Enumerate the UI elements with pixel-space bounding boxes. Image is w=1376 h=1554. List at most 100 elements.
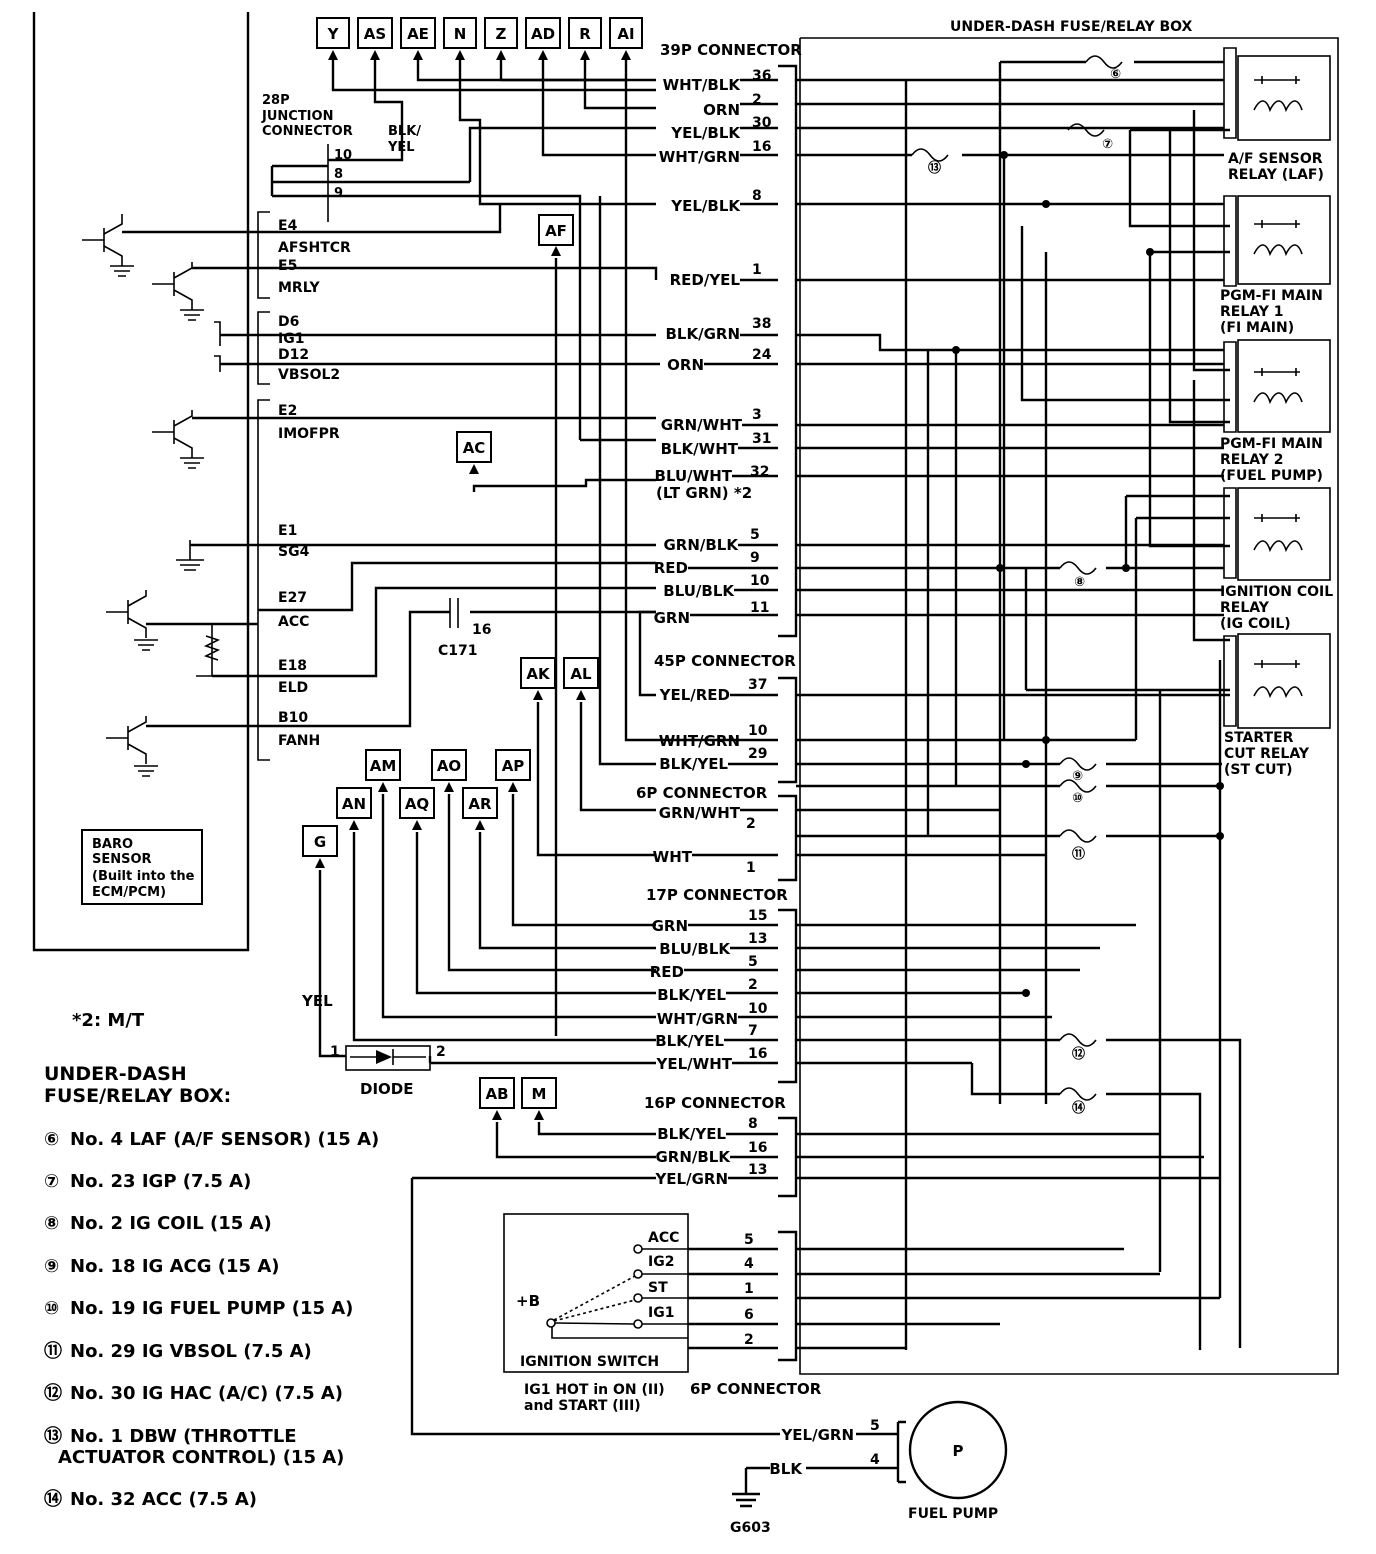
wire-5: GRN/BLK	[663, 536, 739, 554]
svg-text:WHT/GRN: WHT/GRN	[657, 1010, 738, 1028]
svg-text:(FI MAIN): (FI MAIN)	[1220, 320, 1294, 336]
svg-text:STARTER: STARTER	[1224, 730, 1294, 746]
ecm-pin-e18: E18	[278, 658, 307, 674]
svg-text:5: 5	[870, 1418, 880, 1434]
svg-text:31: 31	[752, 431, 771, 447]
svg-text:29: 29	[748, 746, 767, 762]
wire-32-alt: (LT GRN) *2	[656, 484, 752, 502]
svg-text:YEL/RED: YEL/RED	[659, 686, 730, 704]
legend-item-13b: ACTUATOR CONTROL) (15 A)	[58, 1447, 344, 1468]
svg-text:(ST CUT): (ST CUT)	[1224, 762, 1293, 778]
svg-text:IG1: IG1	[648, 1305, 674, 1321]
svg-text:WHT: WHT	[653, 848, 693, 866]
svg-text:IG1 HOT in ON (II): IG1 HOT in ON (II)	[524, 1382, 665, 1398]
wire-31: BLK/WHT	[661, 440, 739, 458]
ecm-label-imofpr: IMOFPR	[278, 426, 340, 442]
fuse-mark-6: ⑥	[1110, 67, 1121, 82]
svg-text:⑭: ⑭	[44, 1488, 62, 1510]
svg-text:16: 16	[752, 139, 771, 155]
svg-text:IGNITION COIL: IGNITION COIL	[1220, 584, 1333, 600]
svg-text:1: 1	[746, 860, 756, 876]
svg-text:No. 23 IGP (7.5 A): No. 23 IGP (7.5 A)	[70, 1171, 251, 1192]
ignition-switch: IGNITION SWITCH +B ACC IG2 ST IG1 5 4 1 …	[503, 1213, 822, 1414]
connector-16p: 16P CONNECTOR BLK/YEL 8 GRN/BLK 16 YEL/G…	[410, 1094, 798, 1436]
wire-10: BLU/BLK	[663, 582, 735, 600]
ecm-pin-e5: E5	[278, 258, 297, 274]
svg-text:RELAY (LAF): RELAY (LAF)	[1228, 167, 1324, 183]
wire-36: WHT/BLK	[663, 76, 742, 94]
ecm-pin-d12: D12	[278, 347, 309, 363]
svg-text:8: 8	[334, 167, 343, 182]
svg-text:9: 9	[750, 550, 760, 566]
svg-text:(FUEL PUMP): (FUEL PUMP)	[1220, 468, 1323, 484]
svg-text:A/F SENSOR: A/F SENSOR	[1228, 151, 1323, 167]
svg-text:5: 5	[750, 527, 760, 543]
transistor-b10	[106, 716, 258, 777]
svg-text:SENSOR: SENSOR	[92, 852, 152, 867]
svg-text:4: 4	[870, 1452, 880, 1468]
svg-text:⑧: ⑧	[44, 1213, 59, 1234]
fuse-mark-14: ⑭	[1072, 1100, 1085, 1116]
svg-text:G: G	[314, 833, 326, 851]
svg-text:⑨: ⑨	[44, 1256, 59, 1277]
svg-text:1: 1	[744, 1281, 754, 1297]
svg-text:BLK/YEL: BLK/YEL	[655, 1032, 724, 1050]
svg-text:No. 32 ACC (7.5 A): No. 32 ACC (7.5 A)	[70, 1489, 257, 1510]
svg-text:2: 2	[752, 92, 762, 108]
ecm-pin-d6: D6	[278, 314, 299, 330]
fuse-relay-box: UNDER-DASH FUSE/RELAY BOX A/F SENSOR REL…	[796, 19, 1339, 1375]
svg-text:RELAY: RELAY	[1220, 600, 1270, 616]
ecm-block: E4 AFSHTCR E5 MRLY D6 IG1 D12 VBSOL2 E2 …	[32, 12, 351, 952]
svg-text:8: 8	[748, 1116, 758, 1132]
svg-text:AI: AI	[617, 25, 634, 43]
svg-text:AK: AK	[526, 665, 551, 683]
svg-text:YEL/GRN: YEL/GRN	[654, 1170, 728, 1188]
svg-text:28P: 28P	[262, 93, 290, 108]
svg-text:RED: RED	[650, 963, 684, 981]
svg-text:BLK/YEL: BLK/YEL	[659, 755, 728, 773]
ref-box-ao: AO	[431, 749, 467, 781]
ecm-pin-e27: E27	[278, 590, 307, 606]
svg-text:13: 13	[748, 931, 767, 947]
wire-yel: YEL	[301, 992, 333, 1010]
svg-text:1: 1	[330, 1044, 340, 1060]
svg-text:10: 10	[748, 1001, 768, 1017]
ecm-label-vbsol2: VBSOL2	[278, 367, 340, 383]
ref-box-am: AM	[365, 749, 401, 781]
connector-45p: 45P CONNECTOR YEL/RED 37 WHT/GRN 10 BLK/…	[598, 196, 798, 784]
ref-box-aq: AQ	[399, 787, 435, 819]
svg-text:10: 10	[748, 723, 768, 739]
wire-38: BLK/GRN	[665, 325, 740, 343]
ref-box-ai: AI	[609, 17, 643, 49]
svg-text:16: 16	[748, 1140, 767, 1156]
ref-box-ab: AB	[479, 1077, 515, 1109]
svg-text:⑬: ⑬	[44, 1425, 62, 1447]
svg-text:⑫: ⑫	[44, 1382, 62, 1404]
ecm-label-fanh: FANH	[278, 733, 320, 749]
ref-box-n: N	[443, 17, 477, 49]
svg-text:DIODE: DIODE	[360, 1080, 413, 1098]
svg-text:UNDER-DASH: UNDER-DASH	[44, 1063, 187, 1085]
ref-box-ak: AK	[520, 657, 556, 689]
fuse-mark-9: ⑨	[1072, 769, 1083, 784]
svg-text:RELAY 1: RELAY 1	[1220, 304, 1284, 320]
wire-24: ORN	[667, 356, 704, 374]
relay-fi-main: PGM-FI MAIN RELAY 1 (FI MAIN)	[1220, 195, 1331, 336]
svg-text:BLK: BLK	[769, 1460, 803, 1478]
ecm-label-afshtcr: AFSHTCR	[278, 240, 351, 256]
svg-text:(Built into the: (Built into the	[92, 869, 195, 884]
top-reference-boxes: Y AS AE N Z AD R AI	[316, 17, 643, 60]
fuse-mark-13: ⑬	[928, 160, 941, 176]
transistor-e4	[82, 214, 258, 277]
wire-8: YEL/BLK	[670, 197, 741, 215]
ref-box-r: R	[568, 17, 602, 49]
transistor-e27	[106, 590, 258, 651]
fuse-mark-10: ⑩	[1072, 791, 1083, 806]
svg-text:YEL/WHT: YEL/WHT	[656, 1055, 733, 1073]
svg-text:AE: AE	[407, 25, 429, 43]
svg-text:16P CONNECTOR: 16P CONNECTOR	[644, 1094, 786, 1112]
svg-text:and START (III): and START (III)	[524, 1398, 641, 1414]
